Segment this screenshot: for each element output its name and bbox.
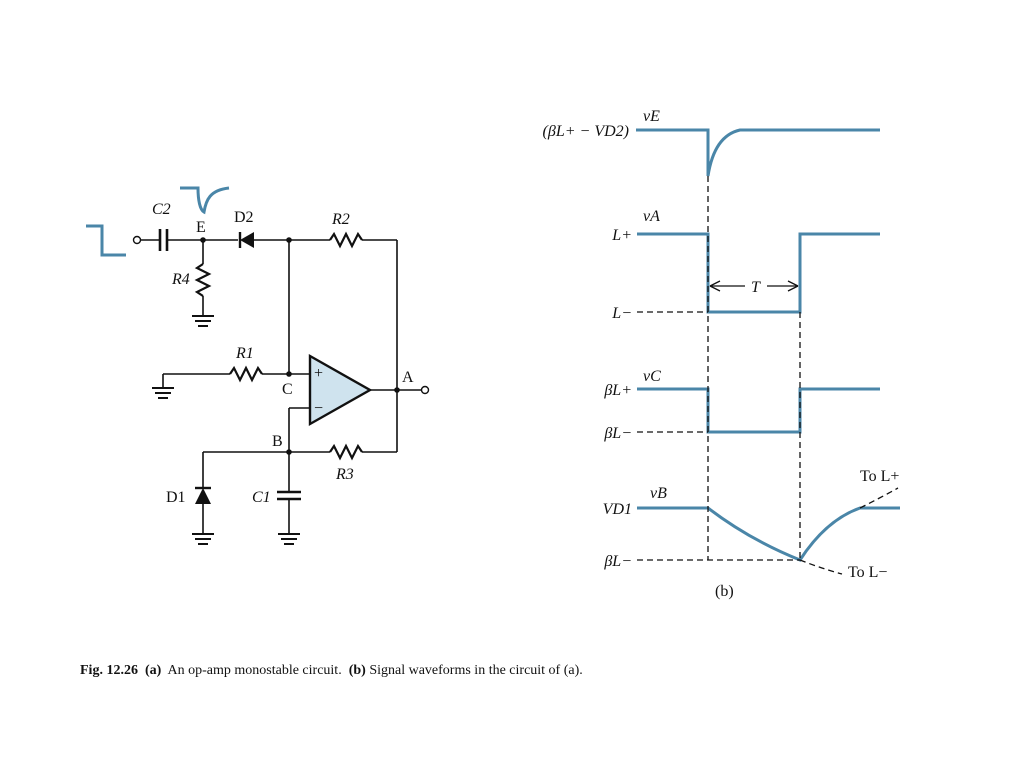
label-vc: vC: [643, 368, 661, 385]
ground-r4-icon: [192, 315, 214, 327]
trace-ve: [636, 128, 880, 177]
output-terminal: [420, 385, 430, 395]
waveform-panel: T vE vA vC vB (βL+ − VD2) L+ L− βL+ βL− …: [543, 108, 900, 600]
panel-label-b: (b): [715, 583, 734, 600]
vb-to-lplus-asymptote: [859, 487, 899, 509]
ground-d1-icon: [192, 533, 214, 545]
label-to-lminus: To L−: [848, 564, 887, 581]
label-to-lplus: To L+: [860, 468, 899, 485]
label-c1: C1: [252, 489, 271, 506]
trace-vc: [637, 387, 880, 434]
label-d1: D1: [166, 489, 186, 506]
input-trigger-pulse: [86, 224, 126, 257]
label-e: E: [196, 219, 206, 236]
resistor-r1: [229, 365, 263, 383]
trace-va: [637, 232, 880, 314]
figure-caption: Fig. 12.26 (a) An op-amp monostable circ…: [80, 663, 583, 679]
label-b: B: [272, 433, 283, 450]
label-c: C: [282, 381, 293, 398]
label-r4: R4: [171, 271, 190, 288]
label-va-low: L−: [611, 305, 632, 322]
capacitor-c1: [277, 490, 301, 501]
label-vc-low: βL−: [603, 425, 632, 442]
label-vb: vB: [650, 485, 667, 502]
trace-vb: [637, 506, 900, 562]
label-t: T: [751, 279, 761, 296]
caption-text-b: Signal waveforms in the circuit of (a).: [369, 663, 583, 678]
resistor-r4: [194, 263, 212, 297]
label-va-high: L+: [611, 227, 632, 244]
ground-r1-icon: [152, 374, 174, 399]
vb-to-lminus-asymptote: [799, 559, 843, 575]
label-a: A: [402, 369, 414, 386]
label-r2: R2: [331, 211, 350, 228]
circuit-diagram: C2 E D2 R2 R4 R1 C + − A B R3 D1 C1: [86, 186, 430, 545]
label-minus: −: [314, 400, 323, 417]
ground-c1-icon: [278, 533, 300, 545]
caption-part-b: (b): [348, 663, 366, 678]
diode-d1: [195, 486, 211, 504]
label-vb-high: VD1: [603, 501, 632, 518]
resistor-r3: [329, 443, 363, 461]
label-d2: D2: [234, 209, 254, 226]
label-r1: R1: [235, 345, 254, 362]
caption-part-a: (a): [144, 663, 162, 678]
label-va: vA: [643, 208, 660, 225]
label-ve-level: (βL+ − VD2): [543, 123, 629, 140]
label-ve: vE: [643, 108, 660, 125]
label-c2: C2: [152, 201, 171, 218]
resistor-r2: [329, 231, 363, 249]
e-node-spike: [180, 186, 230, 215]
input-terminal: [132, 235, 142, 245]
label-r3: R3: [335, 466, 354, 483]
capacitor-c2: [158, 229, 169, 251]
pulse-width-arrow: [709, 280, 799, 292]
op-amp: [308, 353, 373, 427]
label-vb-low: βL−: [603, 553, 632, 570]
label-plus: +: [314, 365, 323, 382]
node-c: [286, 371, 292, 377]
caption-fig-number: Fig. 12.26: [80, 663, 138, 678]
diode-d2: [238, 232, 254, 248]
caption-text-a: An op-amp monostable circuit.: [167, 663, 342, 678]
label-vc-high: βL+: [603, 382, 632, 399]
node-a: [394, 387, 400, 393]
